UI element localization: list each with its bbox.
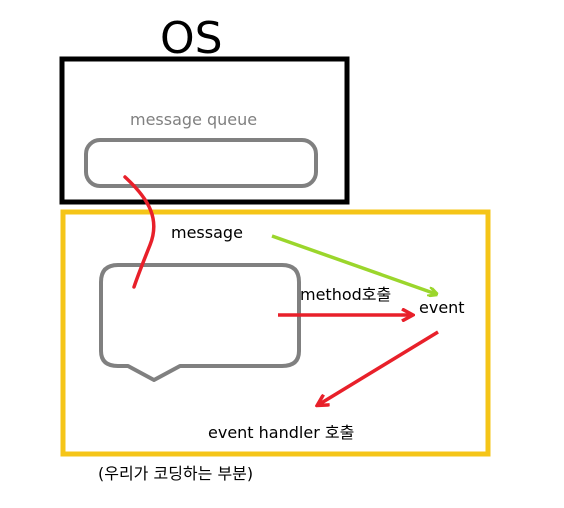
speech-bubble-shape [99, 263, 301, 382]
event-label: event [419, 298, 465, 317]
method-call-label: method호출 [300, 285, 392, 304]
app-code-box [60, 209, 491, 457]
message-to-event-arrow [271, 234, 436, 294]
queue-to-bubble-line [123, 175, 156, 289]
os-box [59, 56, 350, 205]
event-handler-call-label: event handler 호출 [208, 423, 355, 442]
message-queue-shape [84, 138, 318, 188]
message-label: message [171, 223, 243, 242]
event-handler-arrow [318, 330, 439, 405]
message-queue-label: message queue [130, 110, 258, 129]
coding-part-note: (우리가 코딩하는 부분) [98, 464, 254, 483]
os-title: OS [160, 13, 223, 64]
